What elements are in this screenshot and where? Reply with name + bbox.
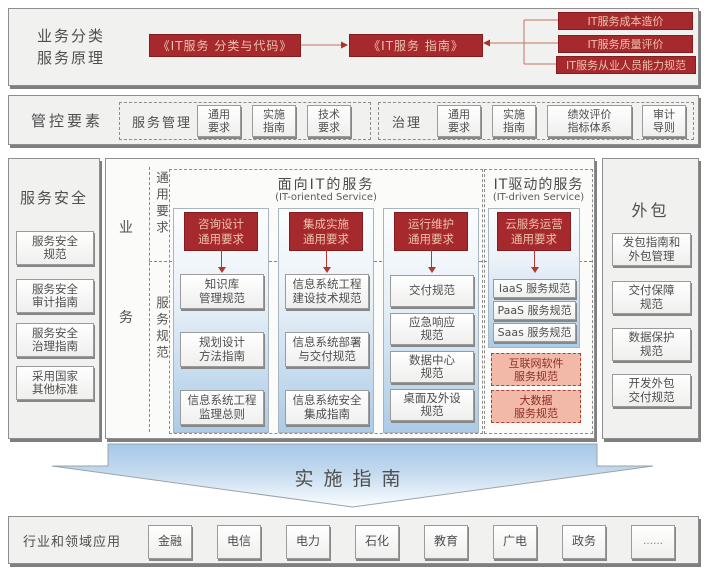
- down-arrow-shape: [51, 443, 654, 508]
- category-header-box: 咨询设计 通用要求: [184, 212, 258, 251]
- spec-box: Saas 服务规范: [493, 323, 576, 342]
- industry-box: 金融: [148, 525, 192, 559]
- spec-box: 知识库 管理规范: [180, 274, 264, 309]
- spec-box: 采用国家 其他标准: [16, 366, 94, 400]
- spec-box: 审计 导则: [642, 105, 686, 137]
- spec-box: 服务安全 规范: [16, 231, 94, 265]
- industry-box: 政务: [562, 525, 606, 559]
- group-label: 治理: [392, 115, 423, 131]
- spec-box: 实施 指南: [252, 105, 296, 137]
- section-title: 服务安全: [19, 189, 88, 207]
- down-arrow-icon: [530, 249, 539, 273]
- industry-box: 电力: [286, 525, 330, 559]
- it-driven-group: IT驱动的服务 (IT-driven Service): [484, 169, 593, 434]
- panel-service-security: 服务安全 服务安全 规范 服务安全 审计指南 服务安全 治理指南 采用国家 其他…: [8, 158, 100, 439]
- down-arrow-icon: [322, 249, 331, 273]
- group-title: IT驱动的服务: [493, 177, 584, 193]
- panel-industries: 行业和领域应用 金融 电信 电力 石化 教育 广电 政务 ……: [8, 516, 699, 564]
- spec-box: 服务安全 审计指南: [16, 279, 94, 313]
- column-consulting-design: 咨询设计 通用要求 知识库 管理规范 规划设计 方法指南 信息系统工程 监理总则: [173, 208, 269, 433]
- spec-box: 发包指南和 外包管理: [612, 233, 691, 266]
- spec-box: 绩效评价 指标体系: [547, 105, 632, 137]
- vertical-label-business-char: 务: [119, 310, 133, 326]
- section-title: 业务分类 服务原理: [36, 27, 105, 67]
- down-arrow-icon: [427, 249, 436, 273]
- section-title: 行业和领域应用: [23, 534, 122, 550]
- spec-box: 信息系统安全 集成指南: [285, 390, 369, 425]
- panel-main-services: 业 务 通用要求 服务规范 面向IT的服务 (IT-oriented Servi…: [105, 158, 595, 439]
- right-arrow-icon: [341, 41, 348, 49]
- section-title: 外包: [631, 201, 670, 220]
- group-label: 服务管理: [132, 115, 193, 131]
- box-it-service-quality: IT服务质量评价: [558, 35, 693, 53]
- group-subtitle: (IT-driven Service): [492, 192, 585, 203]
- spec-box: PaaS 服务规范: [493, 301, 576, 320]
- spec-box: 桌面及外设 规范: [390, 389, 474, 421]
- spec-box: 技术 要求: [307, 105, 351, 137]
- spec-box: 数据中心 规范: [390, 351, 474, 383]
- spec-box: 数据保护 规范: [612, 328, 691, 361]
- box-it-service-personnel: IT服务从业人员能力规范: [556, 56, 696, 74]
- category-header-box: 集成实施 通用要求: [289, 212, 363, 251]
- industry-box: 电信: [217, 525, 261, 559]
- industry-box: 教育: [424, 525, 468, 559]
- column-cloud-operation: 云服务运营 通用要求 IaaS 服务规范 PaaS 服务规范 Saas 服务规范: [488, 208, 580, 348]
- spec-box: 信息系统工程 建设技术规范: [285, 274, 369, 309]
- it-oriented-group: 面向IT的服务 (IT-oriented Service): [169, 169, 483, 434]
- column-operation-maintenance: 运行维护 通用要求 交付规范 应急响应 规范 数据中心 规范 桌面及外设 规范: [383, 208, 479, 433]
- highlight-box-internet-software: 互联网软件 服务规范: [491, 353, 581, 386]
- highlight-box-big-data: 大数据 服务规范: [491, 390, 581, 423]
- category-header-box: 云服务运营 通用要求: [497, 212, 571, 251]
- spec-box: 开发外包 交付规范: [612, 374, 691, 407]
- governance-group: 治理 通用 要求 实施 指南 绩效评价 指标体系 审计 导则: [378, 102, 694, 140]
- group-subtitle: (IT-oriented Service): [275, 192, 377, 203]
- vertical-label-service-specs: 服务规范: [154, 296, 169, 362]
- industry-box: 广电: [493, 525, 537, 559]
- connector-lines: [301, 19, 558, 65]
- spec-box: 交付规范: [390, 275, 474, 307]
- spec-box: 交付保障 规范: [612, 281, 691, 314]
- vertical-label-general-requirements: 通用要求: [154, 171, 169, 237]
- panel-outsourcing: 外包 发包指南和 外包管理 交付保障 规范 数据保护 规范 开发外包 交付规范: [602, 158, 699, 439]
- spec-box: 应急响应 规范: [390, 313, 474, 345]
- industry-box-ellipsis: ……: [631, 525, 675, 559]
- spec-box: 服务安全 治理指南: [16, 323, 94, 357]
- group-title: 面向IT的服务: [277, 177, 375, 193]
- box-it-service-guide: 《IT服务 指南》: [349, 34, 483, 57]
- box-it-service-classification: 《IT服务 分类与代码》: [149, 34, 301, 57]
- section-title: 管控要素: [31, 111, 104, 130]
- spec-box: 通用 要求: [197, 105, 241, 137]
- big-down-arrow: [51, 443, 654, 508]
- left-arrow-icon: [483, 39, 490, 47]
- spec-box: 信息系统工程 监理总则: [180, 390, 264, 425]
- panel-control-elements: 管控要素 服务管理 通用 要求 实施 指南 技术 要求 治理 通用 要求 实施 …: [8, 95, 699, 145]
- spec-box: 通用 要求: [437, 105, 481, 137]
- category-header-box: 运行维护 通用要求: [394, 212, 468, 251]
- column-integration: 集成实施 通用要求 信息系统工程 建设技术规范 信息系统部署 与交付规范 信息系…: [278, 208, 374, 433]
- red-dashed-divider-vertical: [149, 167, 150, 432]
- spec-box: 规划设计 方法指南: [180, 332, 264, 367]
- industry-box: 石化: [355, 525, 399, 559]
- vertical-label-business-char: 业: [119, 220, 133, 236]
- spec-box: IaaS 服务规范: [493, 279, 576, 298]
- spec-box: 实施 指南: [492, 105, 536, 137]
- down-arrow-icon: [217, 249, 226, 273]
- service-management-group: 服务管理 通用 要求 实施 指南 技术 要求: [119, 102, 371, 140]
- implementation-guide-label: 实施指南: [294, 468, 411, 490]
- spec-box: 信息系统部署 与交付规范: [285, 332, 369, 367]
- panel-classification-principles: 业务分类 服务原理 《IT服务 分类与代码》 《IT服务 指南》 IT服务成本造…: [8, 8, 699, 86]
- box-it-service-cost: IT服务成本造价: [558, 12, 693, 30]
